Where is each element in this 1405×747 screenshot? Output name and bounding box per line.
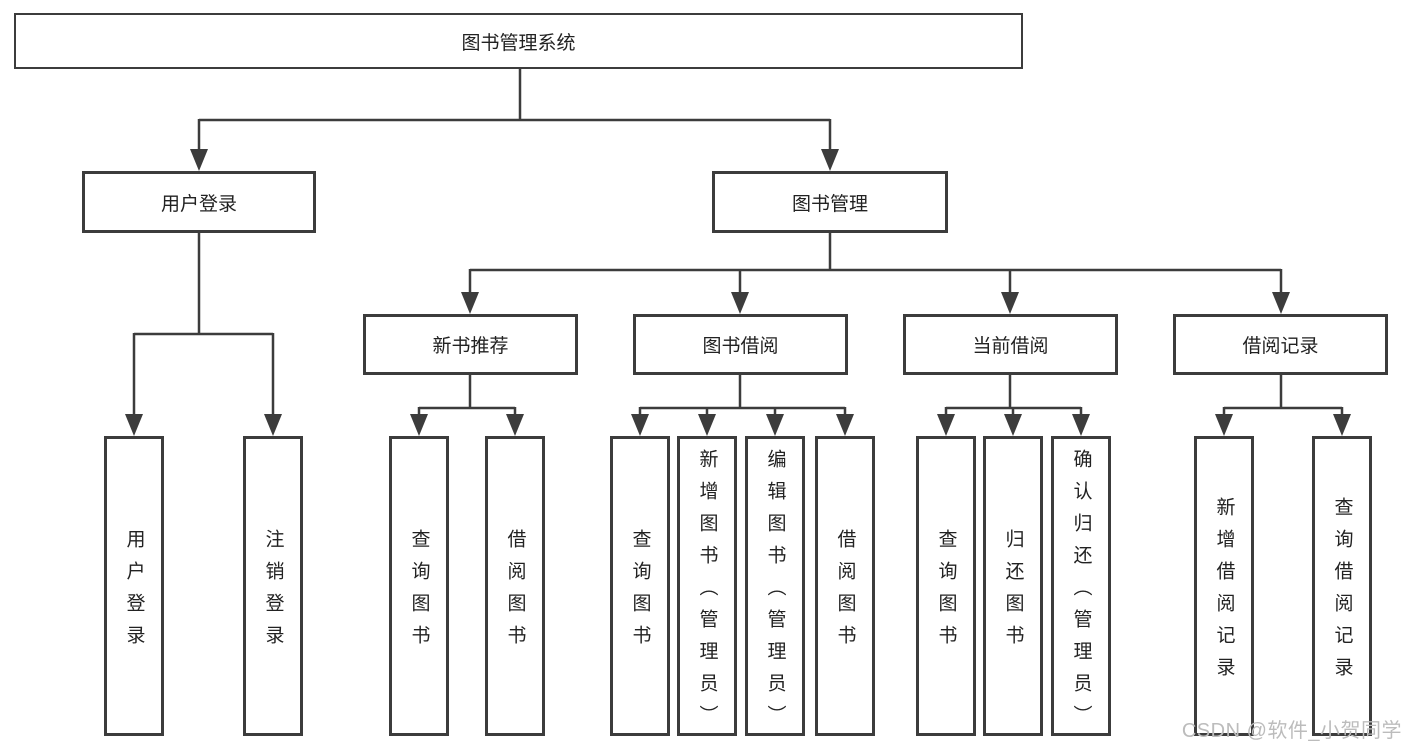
- leaf-records-add-record-label: 新增借阅记录: [1213, 496, 1235, 689]
- leaf-borrow-query-books: 查询图书: [610, 436, 670, 736]
- leaf-recommend-query-books: 查询图书: [389, 436, 449, 736]
- leaf-borrow-query-books-label: 查询图书: [629, 528, 651, 657]
- leaf-recommend-query-books-label: 查询图书: [408, 528, 430, 657]
- leaf-user-login: 用户登录: [104, 436, 164, 736]
- node-root-label: 图书管理系统: [461, 32, 576, 54]
- leaf-borrow-add-books-admin: 新增图书（管理员）: [677, 436, 737, 737]
- watermark: CSDN @软件_小贺同学: [1181, 720, 1402, 742]
- leaf-current-return-books-label: 归还图书: [1002, 528, 1024, 657]
- leaf-current-confirm-return-admin: 确认归还（管理员）: [1051, 436, 1111, 737]
- leaf-borrow-borrow-books-label: 借阅图书: [834, 528, 856, 657]
- leaf-current-query-books: 查询图书: [916, 436, 976, 736]
- node-new-book-recommend-label: 新书推荐: [432, 336, 509, 357]
- leaf-recommend-borrow-books-label: 借阅图书: [504, 528, 526, 657]
- node-user-login: 用户登录: [82, 171, 316, 233]
- leaf-logout-label: 注销登录: [262, 528, 284, 657]
- leaf-logout: 注销登录: [243, 436, 303, 736]
- leaf-borrow-edit-books-admin-label: 编辑图书（管理员）: [764, 448, 786, 737]
- leaf-current-query-books-label: 查询图书: [935, 528, 957, 657]
- node-book-management: 图书管理: [712, 171, 948, 233]
- node-current-borrow: 当前借阅: [903, 314, 1118, 375]
- node-user-login-label: 用户登录: [160, 193, 237, 215]
- node-book-borrow: 图书借阅: [633, 314, 848, 375]
- leaf-records-query-record: 查询借阅记录: [1312, 436, 1372, 736]
- node-new-book-recommend: 新书推荐: [363, 314, 578, 375]
- node-borrow-records-label: 借阅记录: [1242, 336, 1319, 357]
- node-current-borrow-label: 当前借阅: [972, 336, 1049, 357]
- leaf-borrow-add-books-admin-label: 新增图书（管理员）: [696, 448, 718, 737]
- leaf-records-add-record: 新增借阅记录: [1194, 436, 1254, 736]
- leaf-borrow-borrow-books: 借阅图书: [815, 436, 875, 736]
- leaf-borrow-edit-books-admin: 编辑图书（管理员）: [745, 436, 805, 737]
- leaf-current-return-books: 归还图书: [983, 436, 1043, 736]
- node-book-borrow-label: 图书借阅: [702, 336, 779, 357]
- node-book-management-label: 图书管理: [791, 193, 868, 215]
- leaf-current-confirm-return-admin-label: 确认归还（管理员）: [1070, 448, 1092, 737]
- leaf-records-query-record-label: 查询借阅记录: [1331, 496, 1353, 689]
- leaf-recommend-borrow-books: 借阅图书: [485, 436, 545, 736]
- leaf-user-login-label: 用户登录: [123, 528, 145, 657]
- node-root: 图书管理系统: [14, 13, 1023, 69]
- node-borrow-records: 借阅记录: [1173, 314, 1388, 375]
